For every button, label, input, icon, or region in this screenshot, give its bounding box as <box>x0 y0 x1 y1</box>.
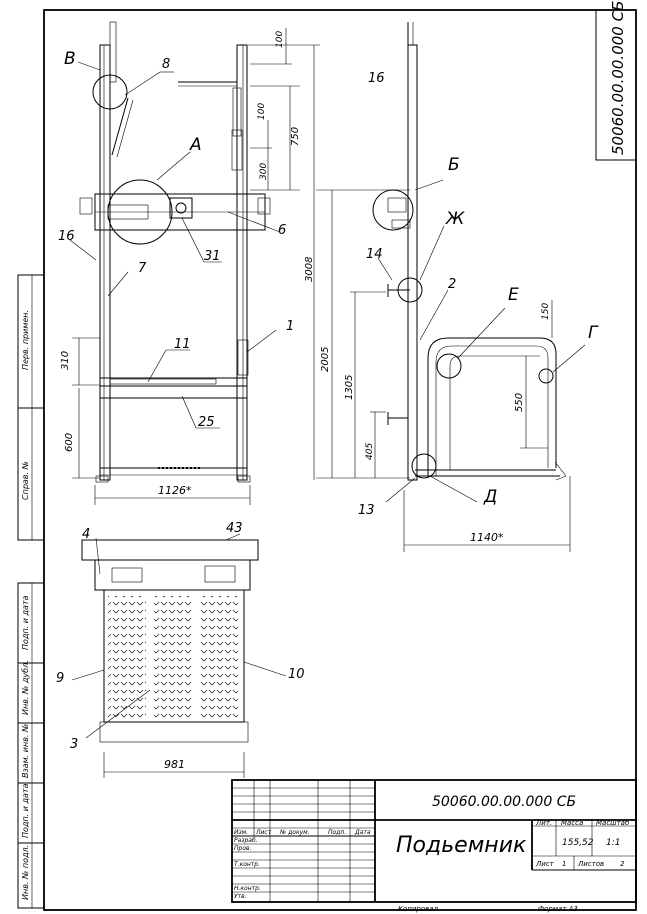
stamp-inv-podl: Инв. № подл. <box>21 845 30 900</box>
dim-3008: 3008 <box>304 257 315 282</box>
part-8: 8 <box>162 57 170 72</box>
hdr-list: Лист <box>255 829 272 836</box>
dim-300: 300 <box>259 163 269 180</box>
hdr-izm: Изм. <box>234 829 248 836</box>
stamp-podp-data-2: Подп. и дата <box>21 783 30 838</box>
part-14: 14 <box>366 247 383 262</box>
part-2: 2 <box>448 277 456 292</box>
part-25: 25 <box>198 415 215 430</box>
view-letter-d: Д <box>483 487 497 507</box>
part-43: 43 <box>226 521 243 536</box>
dim-150: 150 <box>541 303 551 320</box>
view-letter-zh: Ж <box>445 209 465 229</box>
front-view <box>69 21 320 505</box>
side-view <box>316 22 586 552</box>
part-31: 31 <box>204 249 221 264</box>
dim-750: 750 <box>290 127 301 146</box>
role-prov: Пров. <box>234 845 252 852</box>
dim-2005: 2005 <box>320 347 331 372</box>
role-tkontr: Т.контр. <box>234 861 260 868</box>
part-16-side: 16 <box>368 71 385 86</box>
dim-100-top: 100 <box>275 31 285 48</box>
part-1: 1 <box>286 319 294 334</box>
title-sheet-label: Лист <box>535 860 555 868</box>
top-view <box>71 533 287 778</box>
title-mass-label: Масса <box>561 819 583 827</box>
view-letter-g: Г <box>588 323 599 343</box>
hdr-doc: № докум. <box>279 829 310 836</box>
stamp-perv-primen: Перв. примен. <box>21 310 30 370</box>
view-letter-e: Е <box>508 285 519 305</box>
view-letter-v: В <box>64 49 76 69</box>
copied-label: Копировал <box>398 905 439 913</box>
hdr-podp: Подп. <box>328 829 346 836</box>
title-doc-number: 50060.00.00.000 СБ <box>432 794 576 810</box>
title-mass-value: 155,52 <box>562 838 594 848</box>
dim-550: 550 <box>514 393 525 412</box>
title-name: Подьемник <box>396 833 527 858</box>
format-label: Формат А3 <box>538 905 578 913</box>
dim-310: 310 <box>60 351 71 370</box>
part-4: 4 <box>82 527 90 542</box>
title-sheets-value: 2 <box>620 860 625 868</box>
dim-1140: 1140* <box>470 531 504 544</box>
title-scale-value: 1:1 <box>606 838 620 848</box>
part-13: 13 <box>358 503 375 518</box>
dim-981: 981 <box>164 758 185 771</box>
part-3: 3 <box>70 737 78 752</box>
dim-1305: 1305 <box>344 375 355 400</box>
title-sheet-value: 1 <box>562 860 566 868</box>
stamp-sprav: Справ. № <box>21 461 30 500</box>
side-stamp-column: Перв. примен. Справ. № Подп. и дата Инв.… <box>17 274 45 909</box>
part-6: 6 <box>278 223 286 238</box>
role-utv: Утв. <box>234 893 247 900</box>
stamp-podp-data-1: Подп. и дата <box>21 595 30 650</box>
part-16-front: 16 <box>58 229 75 244</box>
dim-100-mid: 100 <box>257 103 267 120</box>
role-razrab: Разраб. <box>234 837 258 844</box>
title-lit-label: Лит. <box>535 819 552 827</box>
hdr-data: Дата <box>354 829 371 836</box>
part-9: 9 <box>56 671 64 686</box>
dim-600: 600 <box>64 433 75 452</box>
stamp-vzam-inv: Взам. инв. № <box>21 724 30 778</box>
part-10: 10 <box>288 667 305 682</box>
title-scale-label: Масштаб <box>596 819 630 827</box>
stamp-inv-dubl: Инв. № дубл. <box>21 660 30 715</box>
part-7: 7 <box>138 261 147 276</box>
top-stamp-box <box>595 9 637 161</box>
role-nkontr: Н.контр. <box>234 885 261 892</box>
part-11: 11 <box>174 337 191 352</box>
top-stamp-text: 50060.00.00.000 СБ <box>609 1 627 155</box>
sheet-frame <box>43 9 637 911</box>
dim-405: 405 <box>365 443 375 460</box>
title-block <box>231 779 637 903</box>
view-letter-a: А <box>189 135 202 155</box>
dim-1126: 1126* <box>158 484 192 497</box>
view-letter-b: Б <box>448 155 460 175</box>
title-sheets-label: Листов <box>577 860 604 868</box>
